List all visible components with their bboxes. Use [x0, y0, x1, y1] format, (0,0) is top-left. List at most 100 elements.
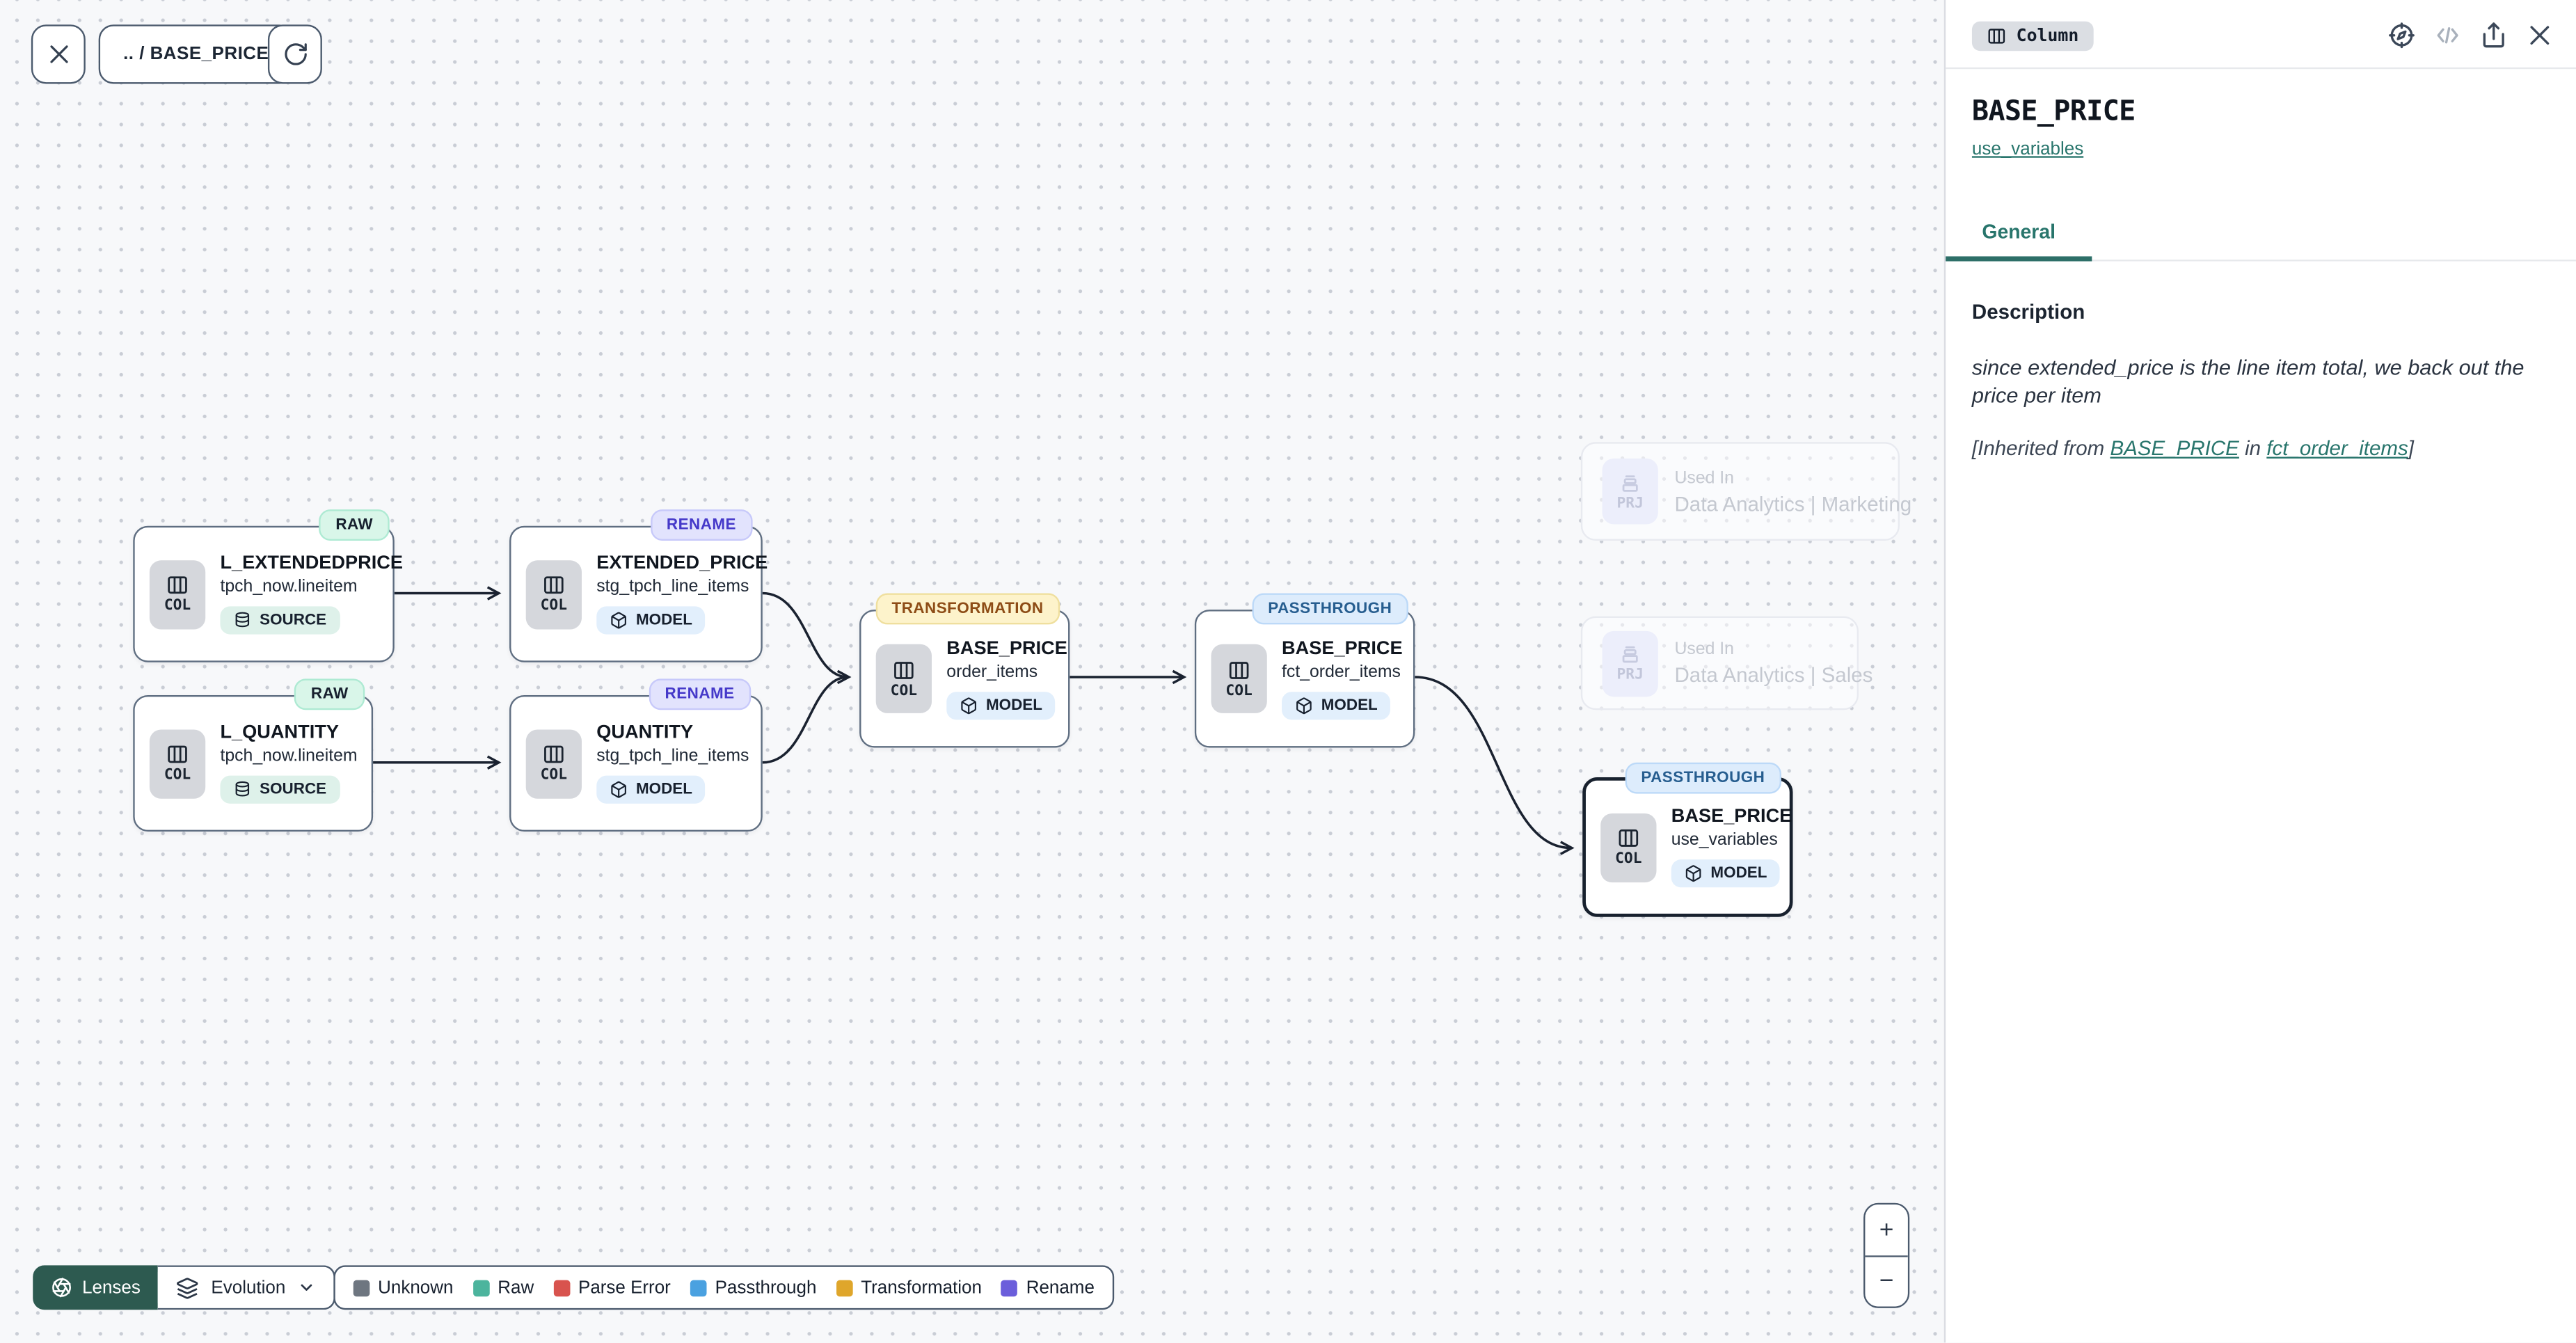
lenses-button-label: Lenses: [82, 1278, 141, 1298]
entity-type-label: Column: [2016, 25, 2079, 45]
lens-dropdown[interactable]: Evolution: [158, 1265, 335, 1310]
column-type-label: COL: [1225, 683, 1253, 699]
legend-chip: [553, 1279, 571, 1296]
cube-icon: [611, 612, 626, 629]
node-kind-pill: MODEL: [946, 691, 1056, 720]
node-subtitle: tpch_now.lineitem: [220, 746, 358, 766]
close-lineage-button[interactable]: [31, 24, 86, 84]
refresh-button[interactable]: [267, 24, 322, 84]
details-panel: Column BASE_PRICE use_variables: [1943, 0, 2576, 1343]
lineage-node-l-quantity[interactable]: RAW COL L_QUANTITY tpch_now.lineitem SOU…: [133, 678, 374, 832]
evolution-badge: RENAME: [648, 678, 752, 710]
lenses-control: Lenses Evolution: [33, 1265, 335, 1310]
lineage-node-base-price-fct-order-items[interactable]: PASSTHROUGH COL BASE_PRICE fct_order_ite…: [1194, 593, 1415, 748]
project-type-box: PRJ: [1602, 630, 1658, 697]
column-type-box: COL: [149, 559, 206, 629]
column-type-label: COL: [540, 767, 568, 784]
column-type-box: COL: [525, 729, 582, 798]
column-type-label: COL: [540, 598, 568, 615]
node-kind-label: MODEL: [635, 611, 692, 630]
node-title: L_EXTENDEDPRICE: [220, 553, 404, 574]
zoom-in-button[interactable]: +: [1865, 1205, 1908, 1257]
node-subtitle: stg_tpch_line_items: [596, 746, 749, 766]
evolution-badge: RAW: [294, 678, 365, 710]
code-icon: [2437, 27, 2458, 44]
project-type-label: PRJ: [1616, 495, 1644, 512]
node-kind-label: MODEL: [635, 780, 692, 799]
lineage-edges: [373, 586, 1575, 855]
panel-actions: [2386, 19, 2555, 51]
lineage-node-l-extendedprice[interactable]: RAW COL L_EXTENDEDPRICE tpch_now.lineite…: [133, 509, 403, 662]
node-subtitle: stg_tpch_line_items: [596, 576, 749, 597]
node-subtitle: tpch_now.lineitem: [220, 576, 358, 597]
used-in-card-marketing[interactable]: PRJ Used In Data Analytics | Marketing: [1580, 442, 1911, 541]
entity-type-badge: Column: [1971, 20, 2094, 51]
legend-label: Transformation: [861, 1278, 982, 1298]
columns-icon: [1988, 28, 2005, 43]
node-title: QUANTITY: [596, 723, 694, 743]
panel-tabs: General: [1946, 207, 2576, 262]
share-button[interactable]: [2478, 19, 2509, 51]
inherited-note: [Inherited from BASE_PRICE in fct_order_…: [1972, 438, 2550, 461]
description-text: since extended_price is the line item to…: [1971, 355, 2525, 408]
lineage-node-quantity[interactable]: RENAME COL QUANTITY stg_tpch_line_items …: [509, 678, 763, 832]
evolution-badge: TRANSFORMATION: [875, 593, 1060, 625]
node-body: L_EXTENDEDPRICE tpch_now.lineitem SOURCE: [220, 554, 403, 635]
tab-general[interactable]: General: [1946, 207, 2092, 262]
node-title: L_QUANTITY: [220, 723, 339, 743]
used-in-card-sales[interactable]: PRJ Used In Data Analytics | Sales: [1580, 616, 1873, 710]
inherited-suffix: ]: [2408, 437, 2415, 461]
node-subtitle: use_variables: [1671, 829, 1778, 850]
node-kind-pill: SOURCE: [220, 775, 340, 804]
legend-label: Unknown: [378, 1278, 454, 1298]
view-code-button[interactable]: [2432, 19, 2463, 51]
lenses-button[interactable]: Lenses: [33, 1265, 159, 1310]
zoom-out-button[interactable]: −: [1865, 1256, 1908, 1307]
model-link[interactable]: use_variables: [1971, 139, 2084, 160]
columns-icon: [1619, 829, 1639, 847]
legend-chip: [353, 1279, 370, 1296]
breadcrumb[interactable]: .. / BASE_PRICE: [98, 24, 294, 84]
chevron-down-icon: [301, 1284, 312, 1291]
columns-icon: [1229, 660, 1249, 678]
inherited-model-link[interactable]: fct_order_items: [2266, 437, 2408, 461]
legend-item-transformation: Transformation: [836, 1278, 982, 1297]
node-kind-label: SOURCE: [260, 780, 327, 799]
used-in-label: Used In: [1674, 467, 1734, 488]
column-type-box: COL: [1211, 644, 1267, 713]
cube-icon: [961, 697, 976, 714]
drawers-icon: [1622, 475, 1638, 491]
column-type-label: COL: [164, 598, 191, 615]
drawers-icon: [1622, 646, 1638, 663]
legend-chip: [472, 1279, 490, 1296]
ghost-body: Used In Data Analytics | Sales: [1674, 639, 1873, 687]
legend-item-parse-error: Parse Error: [553, 1278, 671, 1297]
database-icon: [235, 612, 250, 628]
lineage-node-base-price-order-items[interactable]: TRANSFORMATION COL BASE_PRICE order_item…: [859, 593, 1070, 748]
used-in-label: Used In: [1674, 639, 1734, 660]
evolution-legend: Unknown Raw Parse Error Passthrough Tran…: [333, 1265, 1115, 1310]
used-in-project: Data Analytics | Marketing: [1674, 492, 1912, 516]
columns-icon: [544, 745, 564, 763]
panel-content: Description since extended_price is the …: [1946, 261, 2576, 461]
close-panel-button[interactable]: [2524, 19, 2555, 51]
lineage-node-base-price-use-variables[interactable]: PASSTHROUGH COL BASE_PRICE use_variables…: [1582, 762, 1793, 917]
legend-chip: [690, 1279, 707, 1296]
legend-item-raw: Raw: [472, 1278, 534, 1297]
breadcrumb-label: .. / BASE_PRICE: [123, 44, 269, 65]
layers-icon: [177, 1277, 199, 1298]
node-kind-label: MODEL: [1710, 864, 1767, 883]
locate-button[interactable]: [2386, 19, 2417, 51]
column-type-box: COL: [149, 729, 206, 798]
evolution-badge: PASSTHROUGH: [1251, 593, 1408, 625]
lineage-node-extended-price[interactable]: RENAME COL EXTENDED_PRICE stg_tpch_line_…: [509, 509, 768, 662]
inherited-column-link[interactable]: BASE_PRICE: [2110, 437, 2239, 461]
node-kind-label: SOURCE: [260, 611, 327, 630]
lineage-canvas[interactable]: .. / BASE_PRICE RAW COL L_EXTENDEDPRICE …: [0, 0, 1944, 1343]
node-title: BASE_PRICE: [1671, 806, 1792, 827]
zoom-controls: + −: [1863, 1202, 1910, 1308]
column-type-box: COL: [1600, 812, 1657, 882]
legend-label: Rename: [1026, 1278, 1095, 1298]
project-type-box: PRJ: [1602, 458, 1658, 525]
